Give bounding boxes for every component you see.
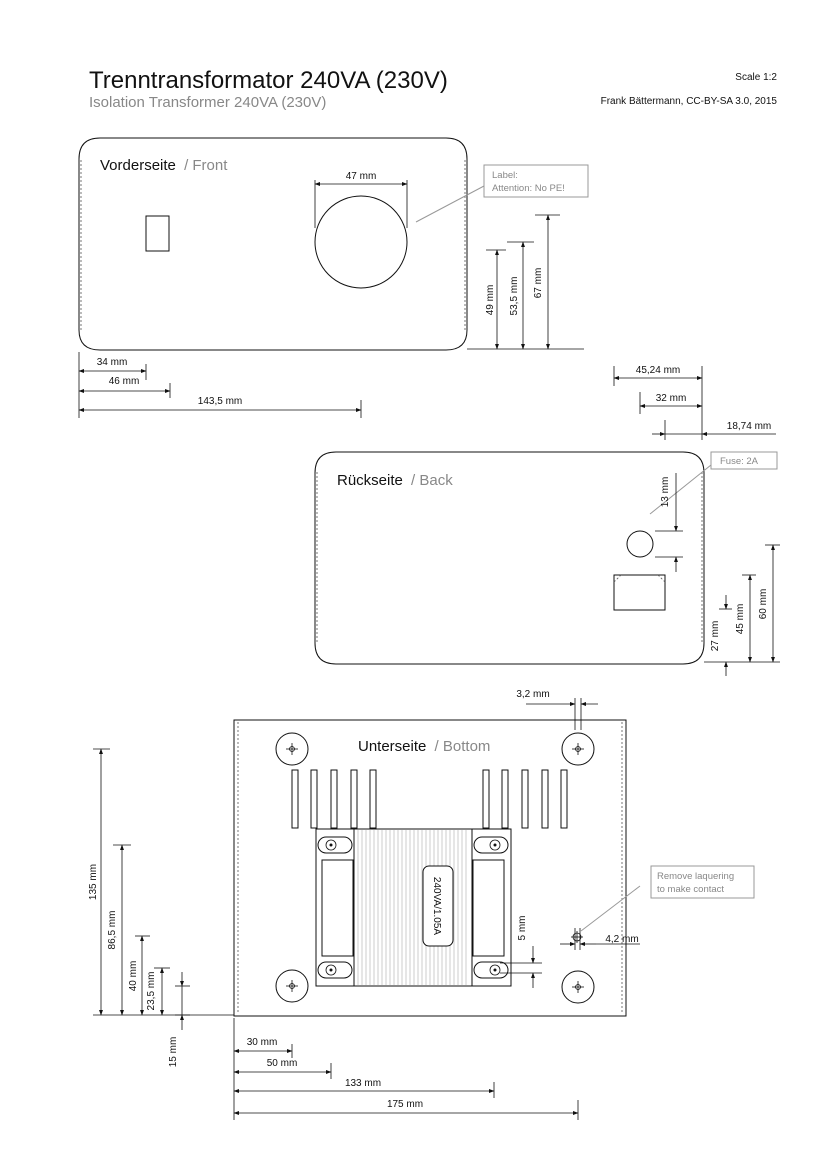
dim-bottom-15: 15 mm bbox=[168, 1037, 179, 1068]
dim-front-53-5: 53,5 mm bbox=[509, 277, 520, 316]
back-fuse-callout bbox=[710, 451, 778, 470]
dim-back-60: 60 mm bbox=[758, 589, 769, 620]
dim-bottom-86-5: 86,5 mm bbox=[107, 911, 118, 950]
bottom-view: 3,2 mm Unterseite / Bottom bbox=[88, 689, 755, 1120]
dim-bottom-30: 30 mm bbox=[247, 1037, 278, 1048]
dim-front-34: 34 mm bbox=[97, 357, 128, 368]
dim-front-143-5: 143,5 mm bbox=[198, 396, 242, 407]
page-title: Trenntransformator 240VA (230V) bbox=[89, 67, 448, 94]
transformer-nameplate bbox=[422, 865, 454, 947]
scale-note: Scale 1:2 bbox=[735, 72, 777, 83]
dim-bottom-23-5: 23,5 mm bbox=[146, 972, 157, 1011]
dim-bottom-4-2: 4,2 mm bbox=[605, 934, 638, 945]
back-fuse-label: Fuse: 2A bbox=[720, 456, 759, 467]
dim-bottom-135: 135 mm bbox=[88, 864, 99, 900]
ventilation-slots-left bbox=[291, 769, 377, 829]
mounting-foot-top-left bbox=[275, 732, 309, 766]
ventilation-slots-right bbox=[482, 769, 568, 829]
dim-front-hole-diameter: 47 mm bbox=[346, 171, 377, 182]
front-view: Vorderseite / Front 47 mm Label: Attenti… bbox=[78, 137, 589, 418]
dim-back-13: 13 mm bbox=[660, 477, 671, 508]
dim-bottom-40: 40 mm bbox=[128, 961, 139, 992]
dim-bottom-3-2: 3,2 mm bbox=[516, 689, 549, 700]
dim-back-32: 32 mm bbox=[656, 393, 687, 404]
mounting-foot-top-right bbox=[561, 732, 595, 766]
back-fuse-holder bbox=[626, 530, 654, 558]
dim-bottom-175: 175 mm bbox=[387, 1099, 423, 1110]
front-label-line1: Label: bbox=[492, 170, 518, 181]
ground-contact-point bbox=[571, 931, 583, 943]
dim-front-67: 67 mm bbox=[533, 268, 544, 299]
bottom-contact-callout bbox=[650, 865, 755, 899]
contact-label-line2: to make contact bbox=[657, 884, 724, 895]
dim-bottom-5: 5 mm bbox=[517, 916, 528, 941]
dim-back-18-74: 18,74 mm bbox=[727, 421, 771, 432]
back-view: 45,24 mm 32 mm 18,74 mm Rückseite / Back… bbox=[314, 365, 780, 676]
dim-bottom-50: 50 mm bbox=[267, 1058, 298, 1069]
back-socket-cutout bbox=[613, 574, 666, 611]
front-label-line2: Attention: No PE! bbox=[492, 183, 565, 194]
bottom-title: Unterseite / Bottom bbox=[358, 738, 490, 755]
transformer-body: 240VA/1.05A bbox=[315, 828, 512, 987]
back-title: Rückseite / Back bbox=[337, 472, 453, 489]
page-subtitle: Isolation Transformer 240VA (230V) bbox=[89, 94, 326, 111]
mounting-foot-bottom-right bbox=[561, 970, 595, 1004]
transformer-rating: 240VA/1.05A bbox=[431, 877, 442, 936]
dim-bottom-133: 133 mm bbox=[345, 1078, 381, 1089]
dim-front-49: 49 mm bbox=[485, 285, 496, 316]
front-meter-hole bbox=[314, 195, 408, 289]
author-note: Frank Bättermann, CC-BY-SA 3.0, 2015 bbox=[601, 96, 778, 107]
front-switch-cutout bbox=[145, 215, 170, 252]
front-panel-outline bbox=[78, 137, 468, 351]
bottom-plate-outline bbox=[233, 719, 627, 1017]
mounting-foot-bottom-left bbox=[275, 969, 309, 1003]
dim-back-27: 27 mm bbox=[710, 621, 721, 652]
front-label-callout bbox=[483, 164, 589, 198]
back-panel-outline bbox=[314, 451, 705, 665]
dim-back-45: 45 mm bbox=[735, 604, 746, 635]
contact-label-line1: Remove laquering bbox=[657, 871, 734, 882]
front-title: Vorderseite / Front bbox=[100, 157, 228, 174]
dim-front-46: 46 mm bbox=[109, 376, 140, 387]
dim-back-45-24: 45,24 mm bbox=[636, 365, 680, 376]
